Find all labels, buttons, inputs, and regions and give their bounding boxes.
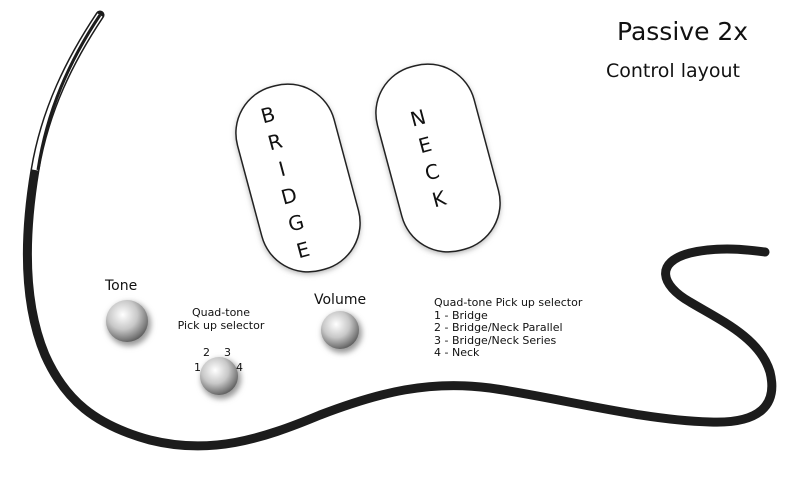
neck-letter: C <box>422 159 442 186</box>
selector-position-2: 2 <box>203 346 210 359</box>
selector-label-line1: Quad-tone <box>191 306 251 319</box>
page-title: Passive 2x <box>617 17 749 46</box>
selector-legend: Quad-tone Pick up selector 1 - Bridge 2 … <box>434 296 583 360</box>
bridge-letter: I <box>276 157 288 182</box>
legend-item: 4 - Neck <box>434 346 480 359</box>
neck-pickup <box>375 63 501 254</box>
legend-item: 1 - Bridge <box>434 308 488 322</box>
bridge-pickup <box>235 83 361 274</box>
legend-item: 2 - Bridge/Neck Parallel <box>434 321 563 334</box>
selector-knob <box>200 357 241 399</box>
selector-label-line2: Pick up selector <box>177 319 265 332</box>
selector-position-4: 4 <box>236 361 243 374</box>
legend-heading: Quad-tone Pick up selector <box>434 296 583 309</box>
bridge-letter: R <box>265 129 285 156</box>
volume-knob <box>321 311 362 353</box>
bridge-letter: G <box>285 209 306 236</box>
volume-label: Volume <box>314 292 367 308</box>
tone-knob <box>106 300 151 346</box>
selector-position-3: 3 <box>224 346 231 359</box>
legend-item: 3 - Bridge/Neck Series <box>434 333 557 347</box>
tone-label: Tone <box>105 278 138 294</box>
selector-position-1: 1 <box>194 361 201 374</box>
body-outline <box>22 10 777 451</box>
page-subtitle: Control layout <box>606 60 741 82</box>
bridge-letter: B <box>258 102 277 129</box>
neck-letter: N <box>408 104 429 131</box>
bridge-letter: D <box>278 182 299 209</box>
selector-label: Quad-tone Pick up selector <box>176 306 266 332</box>
neck-letter: E <box>416 132 434 158</box>
bridge-letter: E <box>294 237 312 263</box>
